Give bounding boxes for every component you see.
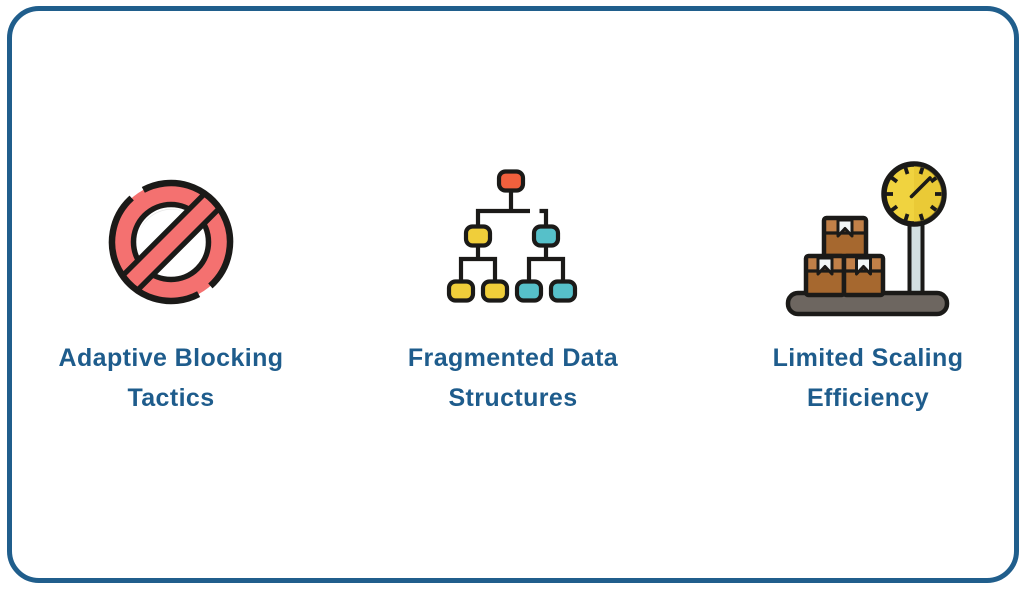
weighing-scale-icon bbox=[785, 161, 950, 317]
box-bottom-left bbox=[803, 253, 847, 298]
box-top bbox=[821, 215, 869, 259]
feature-label-line1: Adaptive Blocking bbox=[58, 344, 284, 372]
icon-slot bbox=[101, 148, 241, 318]
feature-label-line1: Fragmented Data bbox=[407, 344, 619, 372]
feature-label-line2: Structures bbox=[448, 384, 578, 412]
icon-slot bbox=[446, 148, 580, 318]
box-bottom-right bbox=[841, 253, 886, 298]
feature-item-fragmented-data: Fragmented Data Structures bbox=[342, 148, 684, 418]
icon-slot bbox=[783, 148, 953, 318]
feature-item-limited-scaling: Limited Scaling Efficiency bbox=[697, 148, 1026, 418]
feature-label-line2: Efficiency bbox=[806, 384, 930, 412]
feature-item-adaptive-blocking: Adaptive Blocking Tactics bbox=[0, 148, 342, 418]
feature-label-line1: Limited Scaling bbox=[772, 344, 964, 372]
feature-row: Adaptive Blocking Tactics bbox=[0, 148, 1026, 418]
org-chart-icon bbox=[446, 169, 578, 303]
feature-label-line2: Tactics bbox=[127, 384, 215, 412]
feature-label: Adaptive Blocking Tactics bbox=[59, 338, 284, 418]
feature-label: Fragmented Data Structures bbox=[408, 338, 618, 418]
no-entry-icon bbox=[108, 179, 234, 305]
feature-label: Limited Scaling Efficiency bbox=[773, 338, 964, 418]
